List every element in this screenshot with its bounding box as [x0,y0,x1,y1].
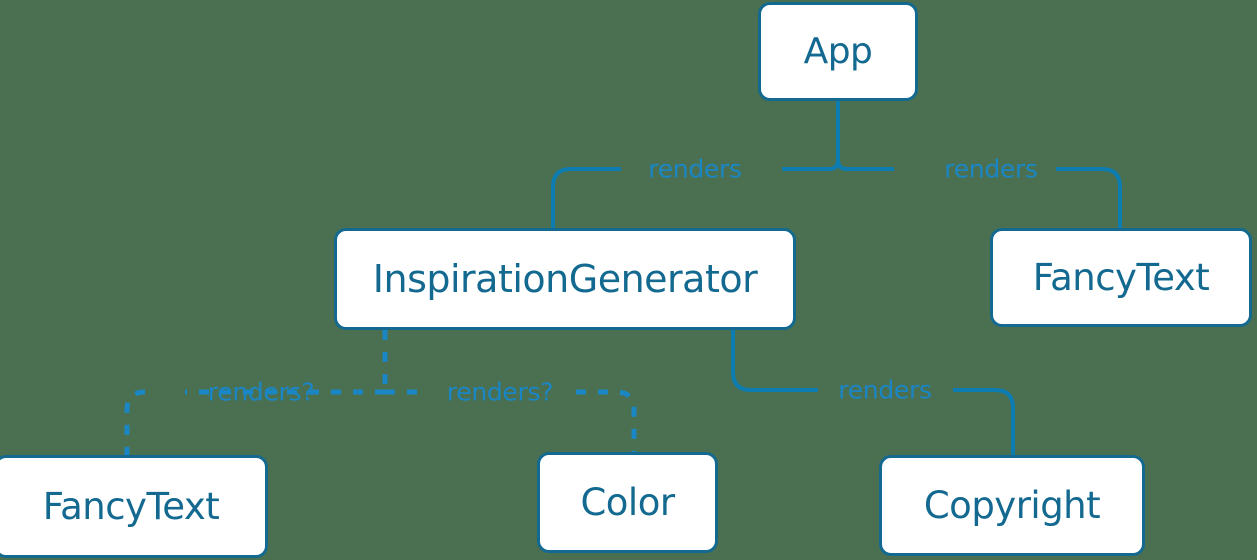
edge-inspiration-fancytext-drop [124,389,146,455]
node-fancytext-top[interactable]: FancyText [990,228,1252,327]
edge-app-stem-left [782,159,840,171]
node-fancytext-bottom-label: FancyText [42,485,220,528]
node-app[interactable]: App [758,2,918,101]
edge-label-app-fancytext: renders [944,154,1038,184]
edge-label-inspiration-color: renders? [446,377,554,407]
node-copyright[interactable]: Copyright [879,455,1145,556]
edge-label-app-inspiration: renders [648,154,742,184]
node-fancytext-top-label: FancyText [1032,256,1210,299]
edge-app-fancytext [1056,167,1122,228]
edge-inspiration-copyright-drop [953,388,1015,455]
node-fancytext-bottom[interactable]: FancyText [0,455,268,558]
node-inspiration-generator[interactable]: InspirationGenerator [334,228,796,330]
node-color[interactable]: Color [537,452,718,553]
edge-label-inspiration-fancytext: renders? [207,377,315,407]
node-copyright-label: Copyright [923,484,1101,527]
edge-app-stem [836,101,894,171]
node-app-label: App [803,30,873,72]
edge-inspiration-color-drop [576,389,637,452]
node-color-label: Color [580,481,675,524]
edge-app-inspiration [551,167,621,228]
node-inspiration-generator-label: InspirationGenerator [372,257,758,301]
edge-label-inspiration-copyright: renders [838,375,932,405]
edge-inspiration-copyright [731,330,818,392]
